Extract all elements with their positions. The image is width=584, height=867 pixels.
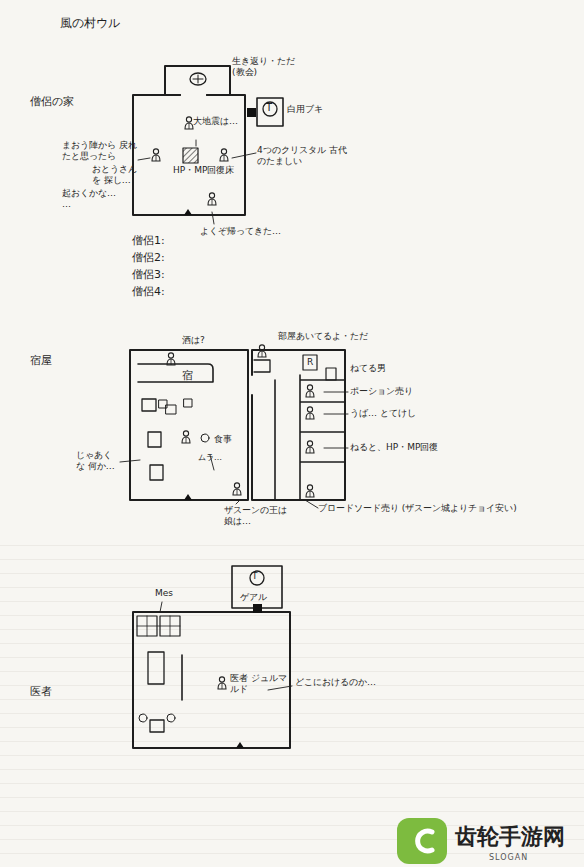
- room-text: T: [252, 571, 258, 582]
- npc-line: うば… とてけし: [350, 408, 416, 419]
- section-heading: 医者: [30, 685, 52, 698]
- npc-line: まおう陣から 戻れたと思ったら: [62, 140, 140, 162]
- room-text: ゲアル: [240, 592, 267, 603]
- room-text: R: [307, 357, 313, 368]
- note: Mes: [155, 588, 173, 599]
- watermark: SLOGAN: [489, 853, 528, 863]
- room-text: T: [266, 102, 272, 114]
- list-item: 僧侶4:: [132, 285, 165, 298]
- npc-line: おとうさん を 探し…: [92, 164, 144, 186]
- shop-room: T ゲアル: [232, 566, 282, 608]
- npc-line: ねると、HP・MP回復: [350, 442, 438, 453]
- section-heading: 宿屋: [30, 354, 52, 367]
- npc-line: 酒は?: [182, 335, 205, 346]
- note: 生き返り・ただ (教会): [232, 56, 304, 78]
- room-text: ムラ…: [198, 453, 222, 463]
- priest-room: 大地震は… HP・MP回復床: [133, 95, 245, 215]
- npc-line: ポーション売り: [350, 386, 413, 397]
- npc-line: 4つのクリスタル 古代のたましい: [257, 145, 349, 167]
- list-item: 僧侶3:: [132, 268, 165, 281]
- npc-line: じゃあくな 何か…: [76, 450, 120, 472]
- doctor-room: 医者 ジュルマルド: [133, 612, 290, 748]
- room-text: HP・MP回復床: [173, 165, 234, 176]
- list-item: 僧侶1:: [132, 234, 165, 247]
- watermark: 齿轮手游网: [455, 824, 565, 850]
- note: 白用ブキ: [287, 104, 323, 115]
- npc-line: 起おくかな… …: [62, 188, 122, 210]
- map-title: 風の村ウル: [60, 16, 120, 30]
- npc-line: どこにおけるのか…: [295, 677, 376, 688]
- room-text: 大地震は…: [193, 116, 238, 127]
- inn-rooms: R: [252, 350, 345, 500]
- shop-room: T: [257, 98, 283, 126]
- list-item: 僧侶2:: [132, 251, 165, 264]
- room-text: 食事: [214, 434, 232, 445]
- inn-hall: 宿食事ムラ…: [130, 350, 248, 500]
- npc-line: 部屋あいてるよ・ただ: [278, 331, 368, 342]
- npc-line: ブロードソード売り (ザスーン城よりチョイ安い): [318, 503, 517, 514]
- room-text: 医者 ジュルマルド: [230, 673, 288, 695]
- section-heading: 僧侶の家: [30, 95, 74, 108]
- room-text: 宿: [182, 369, 193, 382]
- npc-line: よくぞ帰ってきた…: [200, 226, 281, 237]
- npc-line: ザスーンの王は 娘は…: [224, 505, 296, 527]
- npc-line: ねてる男: [350, 363, 386, 374]
